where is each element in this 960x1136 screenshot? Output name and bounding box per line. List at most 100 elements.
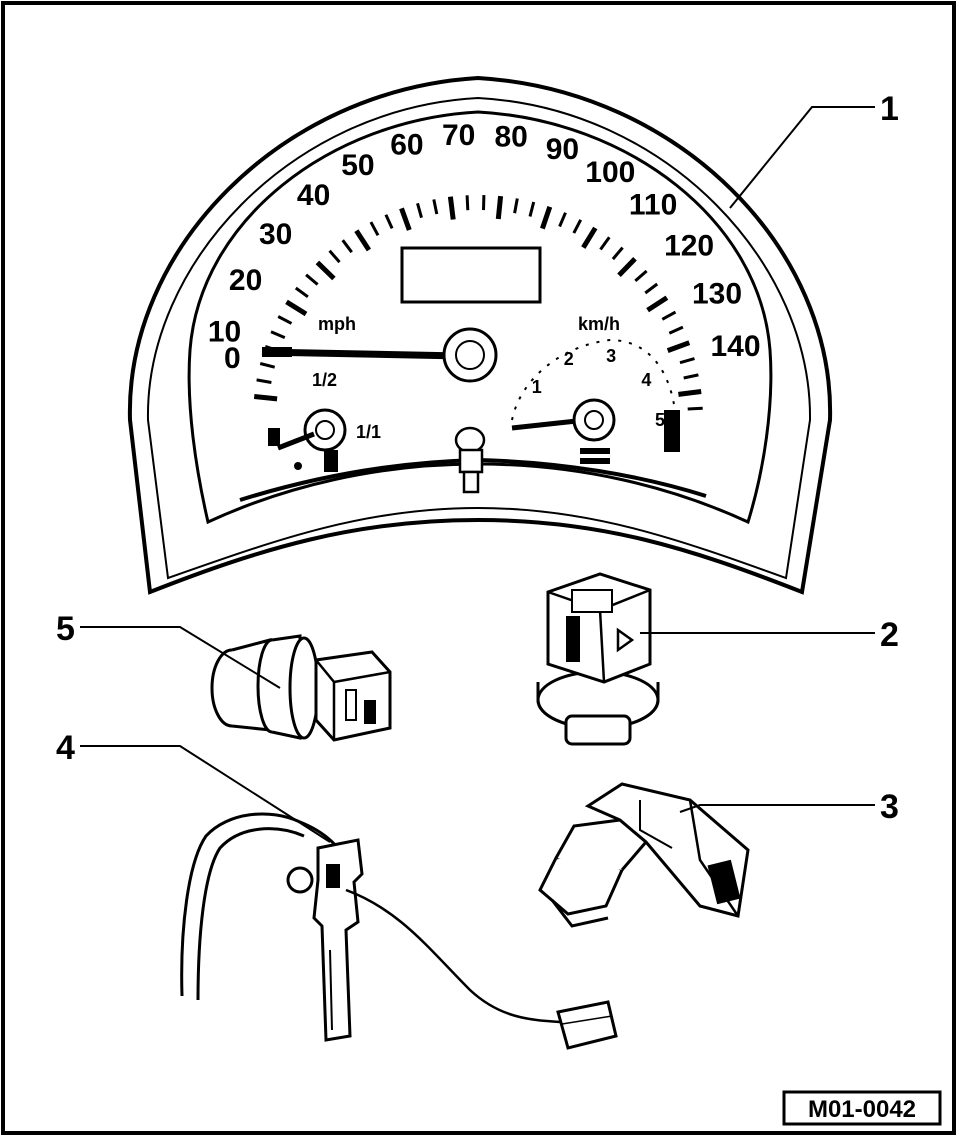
warning-lamp: [454, 426, 486, 494]
tach-hub: [572, 398, 616, 442]
speed-scale-label: 30: [259, 218, 292, 251]
speed-scale-label: 90: [546, 133, 579, 166]
speed-tick-mark: [285, 299, 308, 317]
tach-hub-ring: [584, 410, 604, 430]
fuel-needle: [277, 431, 315, 451]
speed-tick-mark: [399, 207, 412, 231]
speed-tick-mark: [294, 286, 309, 299]
speed-scale-label: 70: [442, 119, 475, 152]
speed-tick-mark: [432, 199, 439, 215]
callout-leaders: [80, 106, 875, 843]
fuel-full-label: 1/1: [356, 422, 381, 442]
bulb-glass: [454, 426, 486, 454]
sender-4: [180, 812, 618, 1050]
speed-tick-mark: [305, 273, 319, 286]
tach-scale-label: 5: [655, 410, 665, 430]
fuel-gauge: 1/2 1/1: [268, 370, 381, 472]
speed-tick-mark: [384, 214, 394, 230]
speed-tick-mark: [634, 269, 648, 283]
callout-number-1: 1: [880, 90, 899, 128]
hub-ring: [455, 340, 485, 370]
speed-tick-mark: [447, 196, 456, 220]
speed-tick-mark: [259, 362, 276, 369]
speed-scale-label: 40: [297, 179, 330, 212]
speed-scale-label: 130: [692, 277, 742, 310]
speed-tick-mark: [256, 378, 272, 384]
leader-line-4: [80, 745, 331, 843]
tach-redline: [664, 410, 680, 452]
speed-scale-label: 60: [390, 129, 423, 162]
needle-tip: [262, 347, 292, 357]
speed-tick-mark: [369, 221, 380, 237]
odometer-display: [400, 246, 542, 304]
figure-reference: M01-0042: [782, 1090, 942, 1126]
leader-line-3: [679, 804, 875, 813]
fuel-dot: [294, 462, 302, 470]
speed-zero-label: 0: [224, 342, 241, 375]
speed-tick-mark: [416, 202, 423, 219]
callout-number-2: 2: [880, 616, 899, 654]
tach-arc: [511, 338, 677, 421]
speed-tick-mark: [315, 260, 336, 281]
reference-box: [782, 1090, 942, 1126]
speed-tick-mark: [558, 212, 567, 228]
speed-tick-mark: [644, 282, 659, 295]
tach-scale-label: 2: [564, 349, 574, 369]
speed-tick-mark: [540, 205, 553, 230]
fuel-hub-ring: [315, 420, 335, 440]
bulb-base: [458, 448, 484, 474]
fuel-half-label: 1/2: [312, 370, 337, 390]
speed-tick-mark: [465, 195, 470, 211]
speed-tick-mark: [572, 219, 583, 234]
speed-tick-mark: [277, 315, 293, 325]
fuel-hub: [303, 408, 347, 452]
speed-tick-mark: [683, 373, 699, 380]
sender-3: [538, 782, 750, 928]
tach-scale-label: 1: [532, 377, 542, 397]
speed-tick-mark: [270, 330, 286, 339]
tach-scale-label: 4: [641, 370, 651, 390]
speed-scale-label: 10: [208, 316, 241, 349]
speed-tick-mark: [666, 340, 691, 353]
sender-2: [536, 572, 660, 746]
speed-scale-label: 20: [229, 264, 262, 297]
speed-tick-mark: [495, 195, 504, 220]
speed-tick-mark: [611, 246, 624, 261]
cluster-bezel-line: [146, 96, 812, 580]
speed-scale-label: 50: [341, 149, 374, 182]
speed-tick-mark: [599, 236, 611, 251]
speed-scale-label: 80: [495, 121, 528, 154]
speedometer-needle: [261, 348, 463, 360]
speed-scale-label: 140: [710, 330, 760, 363]
tach-scale-mark: [580, 448, 610, 454]
speed-tick-mark: [328, 249, 341, 264]
speed-tick-mark: [513, 198, 519, 214]
tach-scale-label: 3: [606, 346, 616, 366]
speed-tick-mark: [617, 257, 637, 278]
fuel-empty-mark: [268, 428, 280, 446]
speed-tick-mark: [253, 394, 278, 402]
speed-tick-mark: [679, 357, 695, 365]
speed-tick-mark: [341, 239, 353, 254]
speed-scale-label: 100: [585, 156, 635, 189]
speed-scale-label: 120: [664, 230, 714, 263]
callout-numbers: 1 2 3 4 5: [56, 90, 899, 826]
speed-tick-mark: [661, 310, 677, 321]
sender-5: [210, 634, 392, 742]
tach-scale-mark: [580, 458, 610, 464]
unit-label-kmh: km/h: [578, 314, 620, 334]
speed-tick-mark: [687, 406, 703, 411]
leader-line-1: [729, 106, 875, 209]
tach-scale: 1 2 3 45: [532, 346, 665, 430]
speed-tick-mark: [528, 201, 536, 217]
speed-tick-mark: [581, 226, 598, 249]
speed-tick-mark: [668, 325, 684, 335]
speedometer-hub: [442, 327, 498, 383]
speed-tick-mark: [354, 229, 371, 252]
speed-tick-mark: [646, 295, 669, 313]
